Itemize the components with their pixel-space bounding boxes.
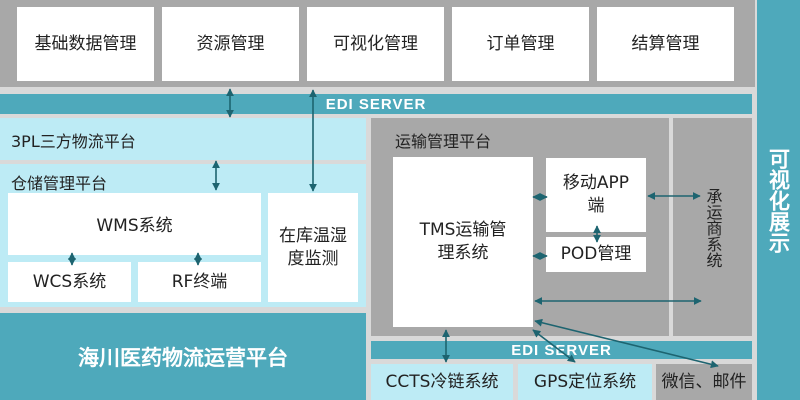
temp-humidity-monitor-label: 在库温湿度监测 [279,225,347,269]
module-resource[interactable]: 资源管理 [162,7,299,81]
tms-system-label: TMS运输管理系统 [419,220,507,263]
rf-terminal[interactable]: RF终端 [138,262,261,302]
transport-platform-label: 运输管理平台 [395,132,492,151]
mobile-app[interactable]: 移动APP端 [546,158,646,232]
edi-server-top: EDI SERVER [0,94,752,114]
carrier-system-label: 承运商系统 [703,188,723,268]
tms-system[interactable]: TMS运输管理系统 [393,157,533,327]
visualization-panel: 可视化展示 [757,0,800,400]
visualization-label: 可视化展示 [766,147,791,253]
wechat-email[interactable]: 微信、邮件 [656,364,752,400]
module-order[interactable]: 订单管理 [452,7,589,81]
operation-platform-label: 海川医药物流运营平台 [78,345,288,370]
mobile-app-label: 移动APP端 [562,173,630,216]
operation-platform: 海川医药物流运营平台 [0,313,366,400]
gps-positioning-system[interactable]: GPS定位系统 [518,364,652,400]
pod-management[interactable]: POD管理 [546,237,646,272]
edi-server-bottom: EDI SERVER [371,341,752,359]
module-visualization[interactable]: 可视化管理 [307,7,444,81]
wcs-system[interactable]: WCS系统 [8,262,131,302]
temp-humidity-monitor[interactable]: 在库温湿度监测 [268,193,358,302]
wms-system[interactable]: WMS系统 [8,193,261,255]
tpl-platform: 3PL三方物流平台 [0,118,366,160]
ccts-cold-chain-system[interactable]: CCTS冷链系统 [371,364,513,400]
module-basic-data[interactable]: 基础数据管理 [17,7,154,81]
tpl-platform-label: 3PL三方物流平台 [11,132,136,151]
module-settlement[interactable]: 结算管理 [597,7,734,81]
warehouse-platform-label: 仓储管理平台 [11,174,108,193]
carrier-system[interactable]: 承运商系统 [673,118,752,336]
